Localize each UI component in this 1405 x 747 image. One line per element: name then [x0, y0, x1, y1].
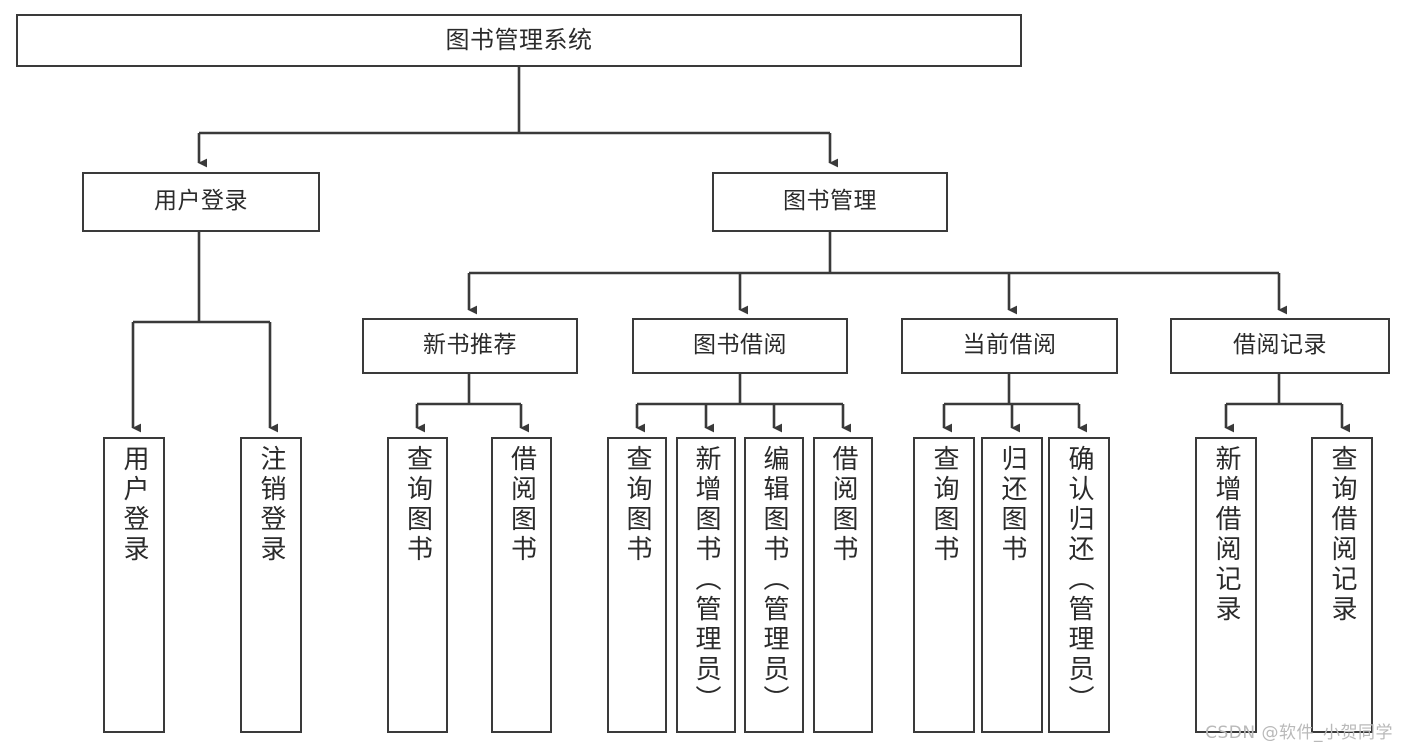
- node-label: 新增图书（管理员）: [691, 445, 721, 715]
- node-label: 查询借阅记录: [1327, 445, 1357, 625]
- node-label: 借阅图书: [828, 445, 858, 565]
- node-label: 查询图书: [929, 445, 959, 565]
- node-label: 当前借阅: [962, 332, 1057, 359]
- leaf-current-borrow-query-books[interactable]: 查询图书: [913, 437, 975, 733]
- leaf-new-book-query-books[interactable]: 查询图书: [387, 437, 448, 733]
- leaf-borrow-record-add-record[interactable]: 新增借阅记录: [1195, 437, 1257, 733]
- leaf-borrow-record-query-record[interactable]: 查询借阅记录: [1311, 437, 1373, 733]
- leaf-book-borrow-query-books[interactable]: 查询图书: [607, 437, 667, 733]
- node-new-book-recommendation[interactable]: 新书推荐: [362, 318, 578, 374]
- node-current-borrowing[interactable]: 当前借阅: [901, 318, 1118, 374]
- node-label: 确认归还（管理员）: [1064, 445, 1094, 715]
- leaf-user-login-login[interactable]: 用户登录: [103, 437, 165, 733]
- leaf-book-borrow-borrow-books[interactable]: 借阅图书: [813, 437, 873, 733]
- node-book-borrowing[interactable]: 图书借阅: [632, 318, 848, 374]
- node-user-login[interactable]: 用户登录: [82, 172, 320, 232]
- node-label: 新增借阅记录: [1211, 445, 1241, 625]
- csdn-watermark: CSDN @软件_小贺同学: [1205, 723, 1393, 743]
- node-label: 查询图书: [402, 445, 433, 565]
- node-root-book-management-system[interactable]: 图书管理系统: [16, 14, 1022, 67]
- node-label: 用户登录: [154, 188, 248, 215]
- leaf-book-borrow-add-book-admin[interactable]: 新增图书（管理员）: [676, 437, 736, 733]
- node-label: 图书借阅: [693, 332, 787, 359]
- node-label: 用户登录: [119, 445, 149, 565]
- leaf-book-borrow-edit-book-admin[interactable]: 编辑图书（管理员）: [744, 437, 804, 733]
- node-label: 新书推荐: [423, 332, 517, 359]
- node-label: 图书管理系统: [445, 26, 593, 55]
- node-book-management[interactable]: 图书管理: [712, 172, 948, 232]
- node-label: 借阅图书: [506, 445, 537, 565]
- leaf-user-login-logout[interactable]: 注销登录: [240, 437, 302, 733]
- node-label: 图书管理: [783, 188, 877, 215]
- node-label: 归还图书: [997, 445, 1027, 565]
- leaf-current-borrow-return-books[interactable]: 归还图书: [981, 437, 1043, 733]
- leaf-current-borrow-confirm-return-admin[interactable]: 确认归还（管理员）: [1048, 437, 1110, 733]
- node-borrowing-record[interactable]: 借阅记录: [1170, 318, 1390, 374]
- node-label: 借阅记录: [1233, 332, 1327, 359]
- node-label: 编辑图书（管理员）: [759, 445, 789, 715]
- leaf-new-book-borrow-books[interactable]: 借阅图书: [491, 437, 552, 733]
- node-label: 查询图书: [622, 445, 652, 565]
- node-label: 注销登录: [256, 445, 286, 565]
